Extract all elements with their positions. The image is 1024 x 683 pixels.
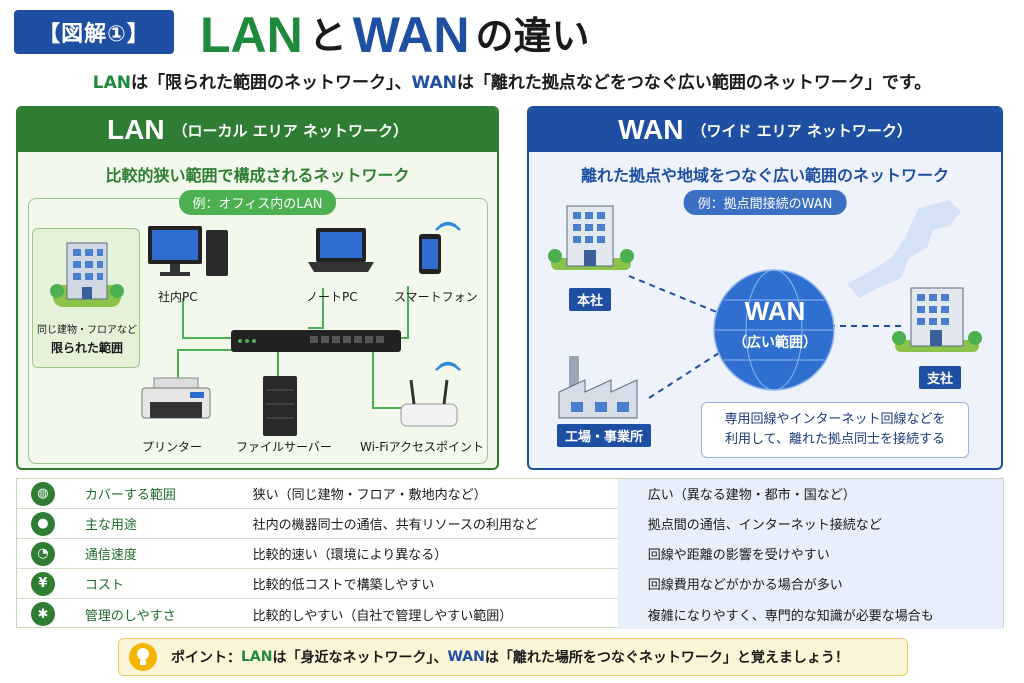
gear-icon: ✱ [30,602,55,626]
device-label-smartphone: スマートフォン [394,290,478,304]
comparison-wan-value: 回線や距離の影響を受けやすい [617,538,1004,569]
lan-panel-title: LAN [107,114,165,145]
subtitle-text-2: は「離れた拠点などをつなぐ広い範囲のネットワーク」です。 [456,73,932,93]
lan-panel: LAN （ローカル エリア ネットワーク） 比較的狭い範囲で構成されるネットワー… [16,106,499,470]
comparison-lan-value: 社内の機器同士の通信、共有リソースの利用など [252,518,538,533]
wan-note-line-1: 専用回線やインターネット回線などを [724,412,946,427]
globe-icon: ◍ [30,481,55,506]
wan-network-diagram [548,200,982,419]
wan-note-line-2: 利用して、離れた拠点同士を接続する [725,432,945,447]
wan-example-pill: 例：拠点間接続のWAN [683,190,847,215]
wan-description: 離れた拠点や地域をつなぐ広い範囲のネットワーク [580,166,949,185]
network-switch-icon [231,330,401,352]
device-label-pc: 社内PC [158,290,198,304]
lan-building-box: 同じ建物・フロアなど 限られた範囲 [32,228,140,368]
globe-sub-label: （広い範囲） [733,335,817,351]
subtitle-text-1: は「限られた範囲のネットワーク」、 [131,73,412,93]
comparison-row-label: 管理のしやすさ [84,608,176,624]
title-lan: LAN [200,7,303,63]
wifi-access-point-icon [400,379,458,427]
wifi-icon [435,221,461,231]
comparison-wan-value: 拠点間の通信、インターネット接続など [617,508,1004,539]
title-wan: WAN [352,7,470,63]
page-subtitle: LANは「限られた範囲のネットワーク」、WANは「離れた拠点などをつなぐ広い範囲… [0,68,1024,93]
comparison-row-label: 主な用途 [84,518,137,533]
speedometer-icon: ◔ [30,541,55,566]
title-suffix: の違い [475,14,590,58]
lightbulb-icon [129,643,157,671]
comparison-table: ◍ カバーする範囲 狭い（同じ建物・フロア・敷地内など） 広い（異なる建物・都市・国な… [16,478,1004,629]
subtitle-lan: LAN [92,73,132,93]
device-label-file-server: ファイルサーバー [236,440,332,454]
japan-map-icon [847,200,961,298]
comparison-row-label: カバーする範囲 [84,488,176,503]
tip-prefix: ポイント： [171,650,241,666]
wan-panel-title: WAN [618,114,684,145]
building-icon [50,242,124,307]
comparison-lan-value: 比較的しやすい（自社で管理しやすい範囲） [252,608,513,624]
file-server-icon [263,376,297,436]
comparison-wan-value: 広い（異なる建物・都市・国など） [617,478,1004,509]
lan-description: 比較的狭い範囲で構成されるネットワーク [105,166,410,185]
printer-icon [141,377,211,419]
device-label-printer: プリンター [142,440,203,454]
comparison-row: ◔ 通信速度 比較的速い（環境により異なる） 回線や距離の影響を受けやすい [17,538,1004,569]
tip-lan: LAN [241,649,273,665]
wan-panel-title-sub: （ワイド エリア ネットワーク） [691,121,912,140]
desktop-pc-icon [148,226,228,276]
comparison-lan-value: 比較的低コストで構築しやすい [252,578,435,593]
tip-text-1: は「身近なネットワーク」、 [272,650,448,666]
title-to: と [308,14,347,58]
users-icon: ● [30,511,55,536]
tip-box: ポイント： LAN は「身近なネットワーク」、 WAN は「離れた場所をつなぐネ… [118,638,908,676]
comparison-wan-value: 複雑になりやすく、専門的な知識が必要な場合も [617,599,1004,629]
wifi-icon [435,361,461,371]
comparison-lan-value: 狭い（同じ建物・フロア・敷地内など） [252,488,487,503]
factory-icon [558,356,638,419]
head-office-building-icon [548,205,634,270]
device-label-wifi-ap: Wi-Fiアクセスポイント [360,440,485,454]
factory-label: 工場・事業所 [557,424,652,447]
subtitle-wan: WAN [411,73,457,93]
page-title: LAN と WAN の違い [200,4,589,64]
smartphone-icon [419,234,441,274]
lan-network-diagram [141,221,461,436]
branch-label: 支社 [919,366,962,389]
comparison-row: ◍ カバーする範囲 狭い（同じ建物・フロア・敷地内など） 広い（異なる建物・都市・国な… [17,478,1004,509]
comparison-wan-value: 回線費用などがかかる場合が多い [617,568,1004,599]
tip-text-2: は「離れた場所をつなぐネットワーク」と覚えましょう！ [484,650,849,666]
comparison-row: ● 主な用途 社内の機器同士の通信、共有リソースの利用など 拠点間の通信、インターネッ… [17,508,1004,539]
laptop-icon [308,228,374,272]
branch-building-icon [892,287,982,352]
comparison-row-label: コスト [84,578,124,593]
lan-example-pill: 例：オフィス内のLAN [178,190,337,215]
building-caption: 同じ建物・フロアなど [37,325,137,336]
globe-icon [713,269,835,391]
lan-panel-header: LAN （ローカル エリア ネットワーク） [18,108,497,152]
wan-note-box: 専用回線やインターネット回線などを 利用して、離れた拠点同士を接続する [701,402,969,458]
figure-badge: 【図解①】 [14,10,174,54]
building-caption-bold: 限られた範囲 [50,341,123,355]
comparison-row: ✱ 管理のしやすさ 比較的しやすい（自社で管理しやすい範囲） 複雑になりやすく、専門的… [17,599,1004,629]
lan-panel-title-sub: （ローカル エリア ネットワーク） [172,121,408,140]
comparison-lan-value: 比較的速い（環境により異なる） [252,548,448,563]
yen-icon: ¥ [30,571,55,596]
wan-panel: WAN （ワイド エリア ネットワーク） 離れた拠点や地域をつなぐ広い範囲のネッ… [527,106,1003,470]
comparison-row: ¥ コスト 比較的低コストで構築しやすい 回線費用などがかかる場合が多い [17,568,1004,599]
globe-label: WAN [744,296,806,326]
head-office-label: 本社 [569,288,612,311]
device-label-laptop: ノートPC [306,290,358,304]
tip-wan: WAN [447,649,485,665]
comparison-row-label: 通信速度 [84,548,137,563]
wan-panel-header: WAN （ワイド エリア ネットワーク） [529,108,1001,152]
